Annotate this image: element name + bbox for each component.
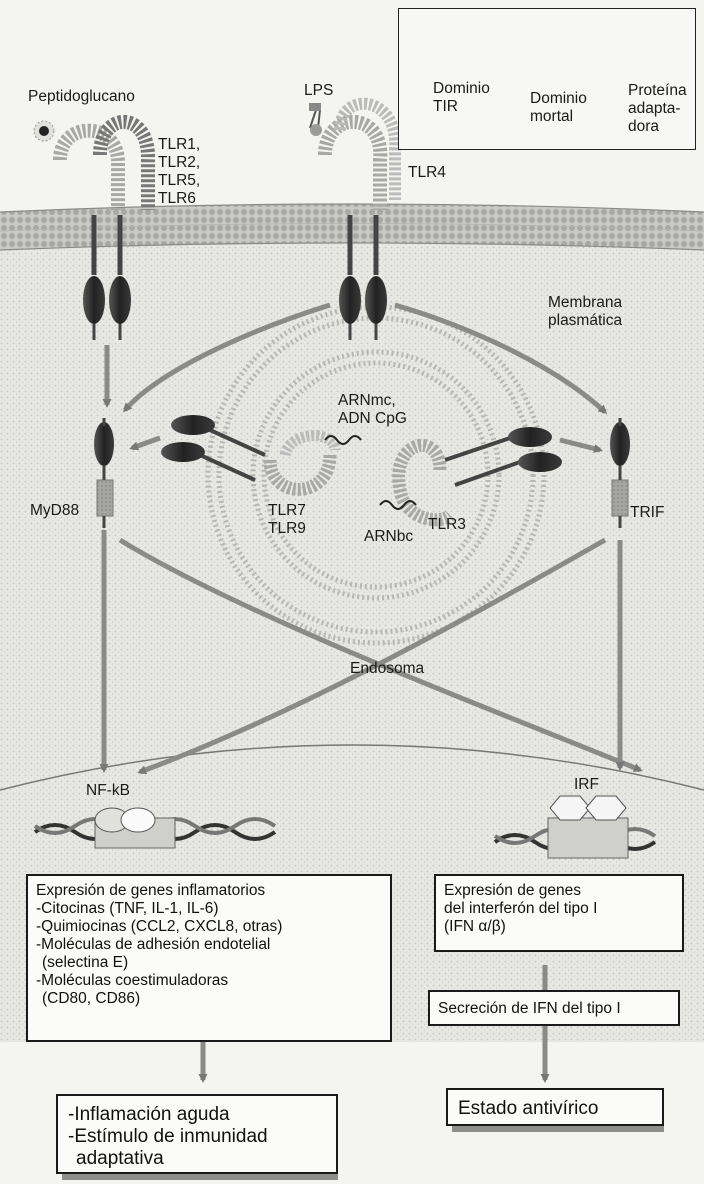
nfkb-label: NF-kB xyxy=(86,782,130,800)
ssrna-label: ARNmc,ADN CpG xyxy=(338,392,407,428)
box-line: -Moléculas de adhesión endotelial xyxy=(36,936,382,954)
box-line: (selectina E) xyxy=(36,954,382,972)
irf-label: IRF xyxy=(574,776,599,794)
outcome-line: -Estímulo de inmunidad xyxy=(68,1126,326,1148)
endosome-label: Endosoma xyxy=(350,660,424,678)
outcome-line: -Inflamación aguda xyxy=(68,1104,326,1126)
box-line: -Citocinas (TNF, IL-1, IL-6) xyxy=(36,900,382,918)
box-line: (IFN α/β) xyxy=(444,918,674,936)
lps-label: LPS xyxy=(304,82,333,100)
peptidoglycan-icon xyxy=(34,121,54,141)
box-line: del interferón del tipo I xyxy=(444,900,674,918)
tlr4-receptor xyxy=(325,104,395,210)
inflammation-outcome-box: -Inflamación aguda -Estímulo de inmunida… xyxy=(56,1094,338,1174)
peptidoglycan-label: Peptidoglucano xyxy=(28,88,135,106)
tlr4-label: TLR4 xyxy=(408,164,446,182)
outcome-line: Estado antivírico xyxy=(458,1098,652,1120)
trif-label: TRIF xyxy=(630,504,664,522)
dsrna-label: ARNbc xyxy=(364,528,413,546)
myd88-label: MyD88 xyxy=(30,502,79,520)
box-line: (CD80, CD86) xyxy=(36,990,382,1008)
box-line: -Quimiocinas (CCL2, CXCL8, otras) xyxy=(36,918,382,936)
box-line: -Moléculas coestimuladoras xyxy=(36,972,382,990)
inflammatory-genes-box: Expresión de genes inflamatorios -Citoci… xyxy=(26,874,392,1042)
ifn-secretion-box: Secreción de IFN del tipo I xyxy=(428,990,680,1026)
box-line: Expresión de genes xyxy=(444,882,674,900)
interferon-genes-box: Expresión de genes del interferón del ti… xyxy=(434,874,684,952)
lps-icon xyxy=(309,103,322,136)
antiviral-outcome-box: Estado antivírico xyxy=(446,1088,664,1126)
box-line: Expresión de genes inflamatorios xyxy=(36,882,382,900)
tlr3-label: TLR3 xyxy=(428,516,466,534)
tlr-surface-receptor-left xyxy=(60,122,148,210)
outcome-line: adaptativa xyxy=(68,1148,326,1170)
box-line: Secreción de IFN del tipo I xyxy=(438,1000,670,1018)
surface-tlr-label: TLR1,TLR2, TLR5,TLR6 xyxy=(158,136,200,208)
